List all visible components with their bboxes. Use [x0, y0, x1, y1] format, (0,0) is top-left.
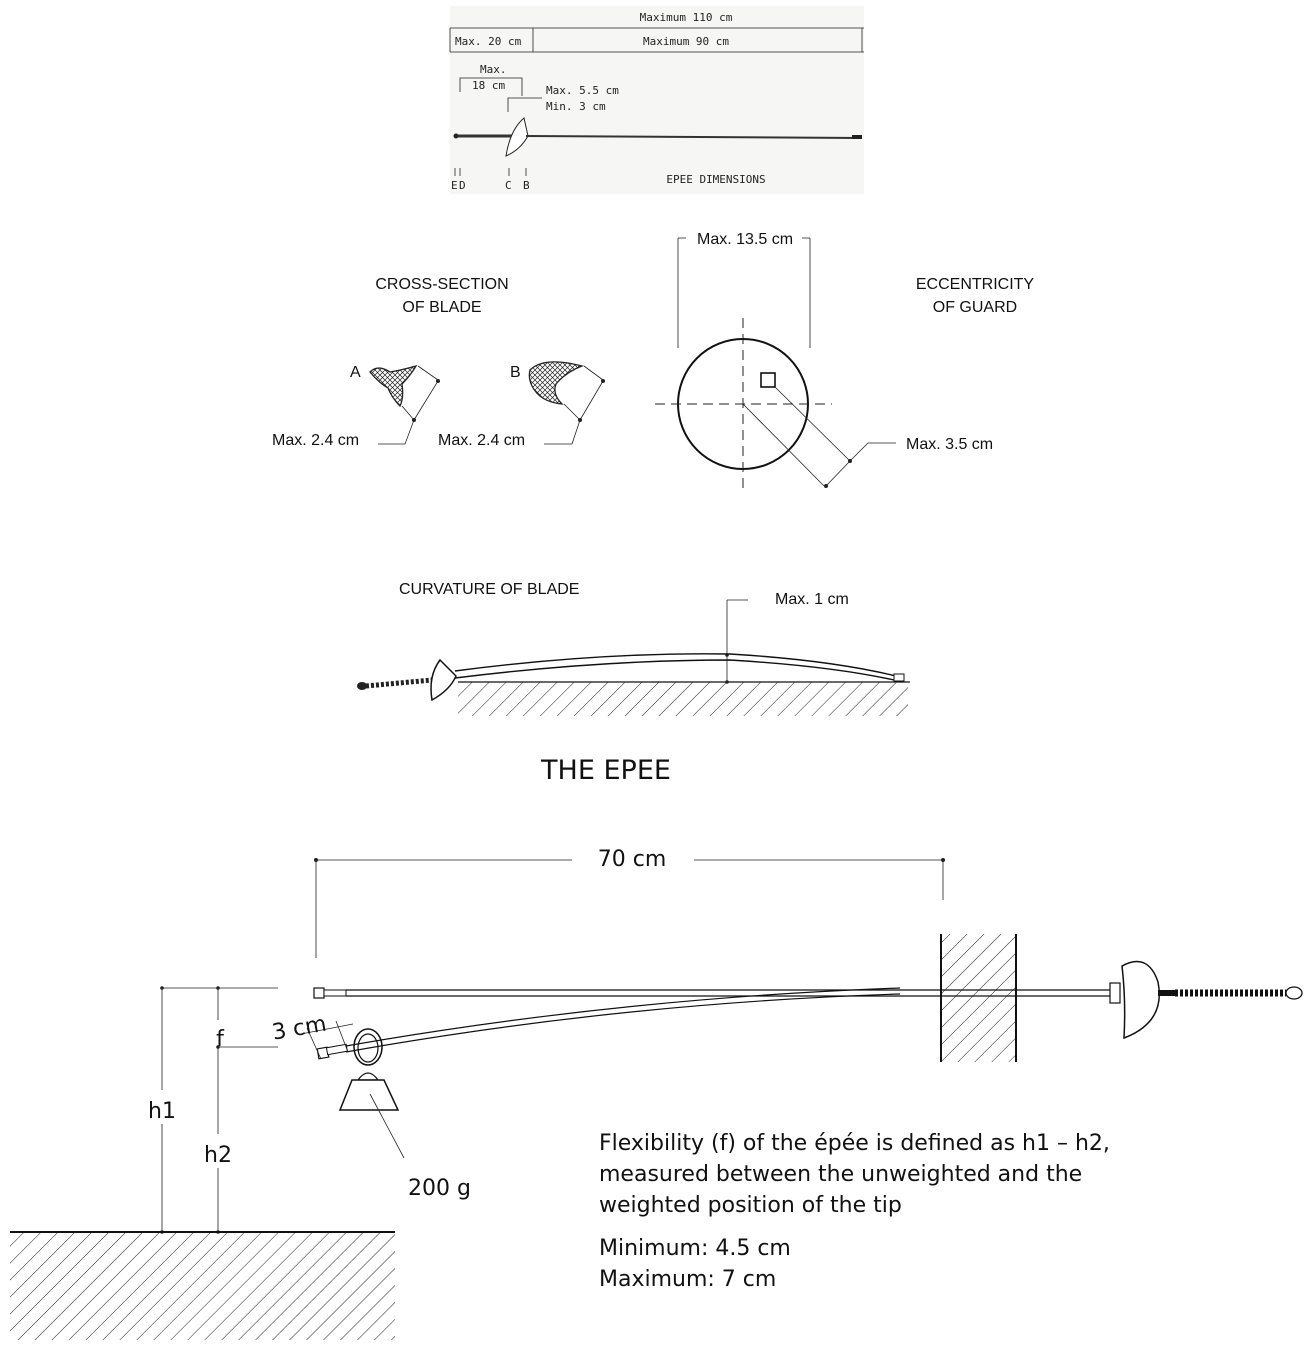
section-a-letter: A — [350, 364, 361, 381]
guard-title-2: OF GUARD — [933, 299, 1017, 316]
section-b-letter: B — [510, 364, 521, 381]
guard-figure: Max. 13.5 cm Max. 3.5 cm ECCENTRICITY OF… — [655, 231, 1034, 492]
minimum-label: Minimum: 4.5 cm — [599, 1236, 791, 1261]
f-label: f — [216, 1027, 225, 1052]
guard-depth-min-label: Min. 3 cm — [546, 100, 606, 113]
maximum-label: Maximum: 7 cm — [599, 1267, 776, 1292]
blade-max-label: Maximum 90 cm — [643, 35, 729, 48]
section-a-max-label: Max. 2.4 cm — [272, 432, 359, 449]
definition-line-2: measured between the unweighted and the — [599, 1162, 1082, 1187]
cross-section-title-1: CROSS-SECTION — [375, 276, 508, 293]
h1-label: h1 — [148, 1099, 176, 1124]
definition-line-3: weighted position of the tip — [599, 1193, 902, 1218]
cross-section-title-2: OF BLADE — [402, 299, 481, 316]
section-b-max-label: Max. 2.4 cm — [438, 432, 525, 449]
section-a-shape — [369, 364, 418, 408]
definition-line-1: Flexibility (f) of the épée is defined a… — [599, 1131, 1110, 1156]
guard-eccentricity-label: Max. 3.5 cm — [906, 436, 993, 453]
curvature-figure: CURVATURE OF BLADE Max. 1 cm — [357, 581, 910, 716]
epee-dimensions-figure: Maximum 110 cm Max. 20 cm Maximum 90 cm … — [449, 6, 864, 194]
letter-d: D — [459, 179, 466, 192]
letter-b: B — [523, 179, 530, 192]
curvature-title: CURVATURE OF BLADE — [399, 581, 579, 598]
curvature-ground — [458, 682, 908, 716]
section-b-shape — [528, 361, 585, 405]
scan-background — [450, 6, 864, 194]
guard-title-1: ECCENTRICITY — [916, 276, 1035, 293]
cross-section-figure: CROSS-SECTION OF BLADE A Max. 2.4 cm B M… — [272, 276, 605, 449]
ground — [10, 1232, 395, 1340]
length-label: 70 cm — [598, 847, 667, 872]
handle-max-label: Max. 20 cm — [455, 35, 522, 48]
curvature-max-label: Max. 1 cm — [775, 591, 849, 608]
guard-depth-max-label: Max. 5.5 cm — [546, 84, 619, 97]
flexibility-figure: 70 cm 200 g 3 cm — [10, 847, 1303, 1340]
weight-label: 200 g — [408, 1176, 471, 1201]
guard-width-label: Max. 13.5 cm — [697, 231, 793, 248]
main-title: THE EPEE — [540, 755, 671, 786]
letter-c: C — [505, 179, 512, 192]
blade-square — [760, 372, 776, 388]
weight-block — [338, 1079, 400, 1111]
grip-length-label: 18 cm — [472, 79, 505, 92]
tip-label: 3 cm — [270, 1012, 328, 1046]
letter-e: E — [451, 179, 458, 192]
clamp-block — [941, 934, 1016, 1062]
h2-label: h2 — [204, 1143, 232, 1168]
grip-max-label: Max. — [480, 63, 507, 76]
overall-length-label: Maximum 110 cm — [640, 11, 733, 24]
epee-dimensions-caption: EPEE DIMENSIONS — [666, 173, 765, 186]
